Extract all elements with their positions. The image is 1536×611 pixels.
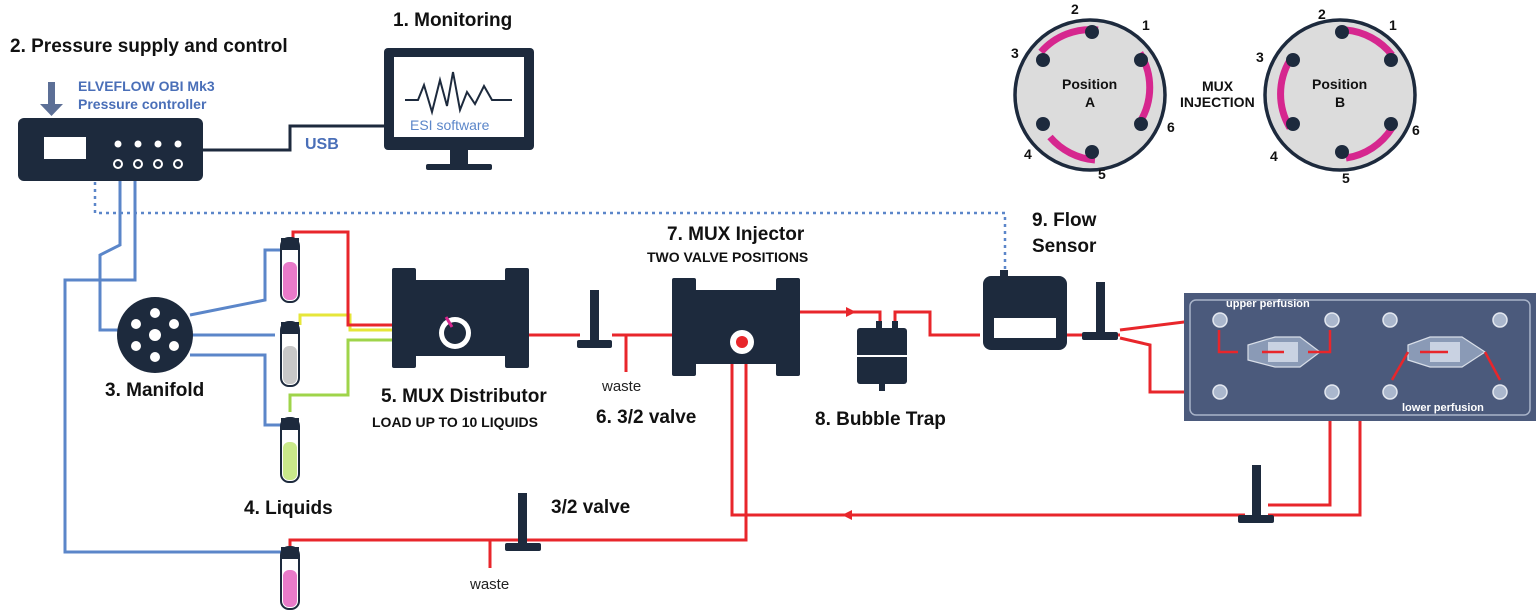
flow-sensor-icon (983, 270, 1067, 350)
port-number: 1 (1389, 17, 1397, 33)
port-number: 6 (1167, 119, 1175, 135)
yellow-liquid-line (298, 313, 440, 332)
pressure-controller (18, 118, 203, 181)
injector-sub-label: TWO VALVE POSITIONS (647, 249, 809, 265)
position-a-label-1: Position (1062, 76, 1118, 92)
flow-sensor-signal-line (93, 140, 1007, 275)
monitor-icon (384, 48, 534, 170)
position-a-label-2: A (1085, 94, 1096, 110)
mux-injector-icon (672, 278, 800, 376)
port-number: 6 (1412, 122, 1420, 138)
organ-chip-photo (1184, 293, 1536, 421)
pressure-arrow-icon (40, 82, 63, 116)
bubble-trap-icon (857, 321, 907, 391)
valve-position-a (1013, 18, 1167, 172)
valve-bottom-icon (505, 493, 541, 551)
port-number: 5 (1342, 170, 1350, 186)
liquid-tube-pink (280, 237, 300, 303)
upper-perfusion-label: upper perfusion (1226, 298, 1310, 310)
port-number: 2 (1071, 1, 1079, 17)
valve-6-icon (577, 290, 612, 348)
valve-6-label: 6. 3/2 valve (596, 407, 697, 428)
port-number: 3 (1011, 45, 1019, 61)
liquids-label: 4. Liquids (244, 498, 333, 519)
pressure-label: 2. Pressure supply and control (10, 36, 288, 57)
usb-label: USB (305, 136, 339, 153)
distributor-label: 5. MUX Distributor (381, 386, 547, 407)
flow-sensor-label-2: Sensor (1032, 236, 1097, 257)
port-number: 4 (1270, 148, 1278, 164)
manifold-label: 3. Manifold (105, 380, 205, 401)
port-number: 3 (1256, 49, 1264, 65)
green-liquid-line (288, 338, 440, 412)
liquid-tube-green (280, 417, 300, 483)
controller-brand-label: ELVEFLOW OBI Mk3 (78, 78, 215, 94)
port-number: 2 (1318, 6, 1326, 22)
waste-label: waste (602, 378, 642, 395)
manifold-icon (117, 297, 193, 373)
liquid-tube-pink-bottom (280, 546, 300, 610)
mux-injection-label-2: INJECTION (1180, 94, 1255, 110)
port-number: 1 (1142, 17, 1150, 33)
mux-injection-label-1: MUX (1202, 78, 1234, 94)
lower-perfusion-label: lower perfusion (1402, 402, 1484, 414)
valve-bottom-label: 3/2 valve (551, 497, 631, 518)
bubble-trap-label: 8. Bubble Trap (815, 409, 946, 430)
port-number: 5 (1098, 166, 1106, 182)
mux-distributor-icon (392, 268, 529, 368)
port-number: 4 (1024, 146, 1032, 162)
valve-position-b (1263, 18, 1417, 172)
waste-bottom-label: waste (470, 576, 510, 593)
software-label: ESI software (410, 117, 490, 133)
pressure-tubing (63, 160, 285, 554)
flow-sensor-label-1: 9. Flow (1032, 210, 1097, 231)
flow-arrow-left (842, 510, 852, 520)
liquid-tube-gray (280, 321, 300, 387)
position-b-label-1: Position (1312, 76, 1368, 92)
usb-cable (203, 124, 385, 152)
valve-return-icon (1238, 465, 1274, 523)
flow-arrow-right (846, 307, 856, 317)
monitoring-label: 1. Monitoring (393, 10, 513, 31)
injector-label: 7. MUX Injector (667, 224, 805, 245)
valve-right-icon (1082, 282, 1118, 340)
position-b-label-2: B (1335, 94, 1346, 110)
distributor-sub-label: LOAD UP TO 10 LIQUIDS (372, 414, 538, 430)
controller-name-label: Pressure controller (78, 96, 207, 112)
